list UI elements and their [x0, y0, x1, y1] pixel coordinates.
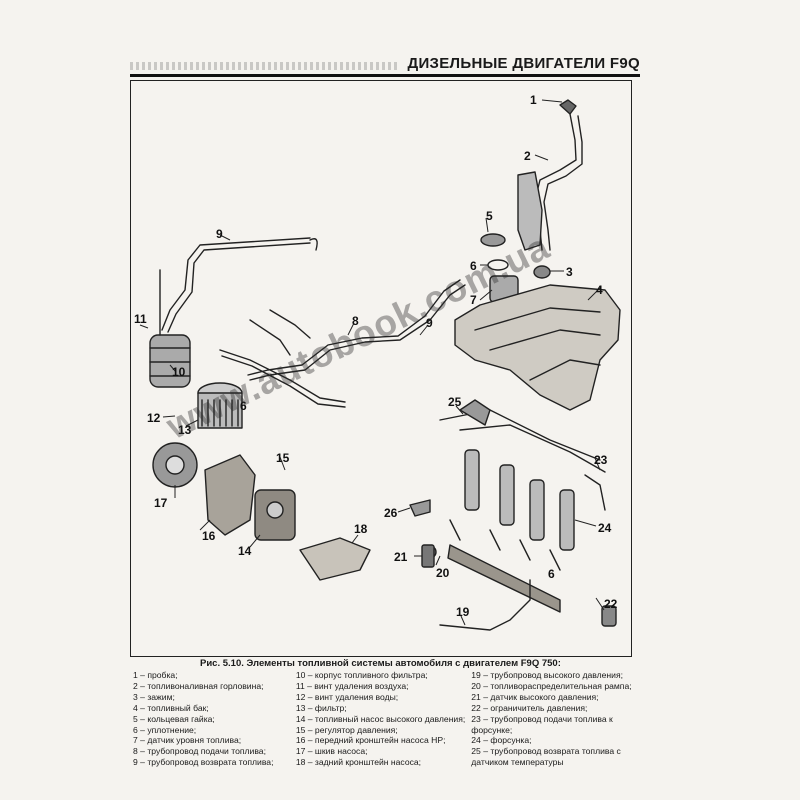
legend-item: 4 – топливный бак; [133, 702, 209, 713]
callout-19: 19 [456, 605, 470, 619]
figure-frame [130, 80, 632, 657]
legend-item: 17 – шкив насоса; [295, 746, 368, 757]
page-header: ДИЗЕЛЬНЫЕ ДВИГАТЕЛИ F9Q [130, 50, 640, 77]
callout-23: 23 [594, 453, 608, 467]
legend-item: 20 – топливораспределительная рампа; [471, 680, 632, 691]
legend-item: 2 – топливоналивная горловина; [133, 680, 264, 691]
header-title: ДИЗЕЛЬНЫЕ ДВИГАТЕЛИ F9Q [407, 55, 640, 72]
legend-column-1: 1 – пробка; 2 – топливоналивная горловин… [133, 670, 290, 768]
callout-13: 13 [178, 423, 192, 437]
callout-10: 10 [172, 365, 186, 379]
legend-item: 6 – уплотнение; [133, 724, 197, 735]
legend-item: 9 – трубопровод возврата топлива; [133, 757, 274, 768]
figure-caption: Рис. 5.10. Элементы топливной системы ав… [200, 658, 561, 669]
legend-item: 14 – топливный насос высокого давления; [295, 713, 466, 724]
callout-24: 24 [598, 521, 612, 535]
callout-21: 21 [394, 550, 408, 564]
legend-item: 24 – форсунка; [471, 735, 532, 746]
legend-item: 23 – трубопровод подачи топлива к [471, 713, 613, 724]
callout-16: 16 [202, 529, 216, 543]
legend-item: 10 – корпус топливного фильтра; [295, 670, 428, 680]
callout-9-left: 9 [216, 227, 223, 241]
callout-4: 4 [596, 283, 603, 297]
legend: 1 – пробка; 2 – топливоналивная горловин… [133, 670, 633, 768]
legend-column-2: 10 – корпус топливного фильтра; 11 – вин… [296, 670, 465, 768]
legend-item: 13 – фильтр; [295, 702, 347, 713]
callout-6: 6 [470, 259, 477, 273]
legend-item: 18 – задний кронштейн насоса; [295, 757, 422, 768]
callout-17: 17 [154, 496, 168, 510]
callout-22: 22 [604, 597, 618, 611]
callout-2: 2 [524, 149, 531, 163]
legend-item: 5 – кольцевая гайка; [133, 713, 215, 724]
callout-6-rail: 6 [548, 567, 555, 581]
legend-item: 3 – зажим; [133, 691, 175, 702]
callout-26: 26 [384, 506, 398, 520]
legend-item: 22 – ограничитель давления; [471, 702, 588, 713]
callout-9-right: 9 [426, 316, 433, 330]
callout-6-filter: 6 [240, 399, 247, 413]
legend-item: форсунке; [471, 724, 513, 735]
legend-item: 15 – регулятор давления; [295, 724, 398, 735]
callout-3: 3 [566, 265, 573, 279]
legend-item: 7 – датчик уровня топлива; [133, 735, 242, 746]
fuel-system-diagram: 1 2 3 4 5 6 7 8 9 9 10 11 12 13 14 15 16… [134, 93, 621, 631]
legend-item: 8 – трубопровод подачи топлива; [133, 746, 266, 757]
legend-item: 19 – трубопровод высокого давления; [471, 670, 623, 680]
callout-12: 12 [147, 411, 161, 425]
callout-7: 7 [470, 293, 477, 307]
callout-14: 14 [238, 544, 252, 558]
legend-item: датчиком температуры [471, 757, 564, 768]
legend-item: 1 – пробка; [133, 670, 178, 680]
legend-item: 12 – винт удаления воды; [295, 691, 399, 702]
callout-15: 15 [276, 451, 290, 465]
header-decoration [130, 62, 400, 70]
legend-item: 11 – винт удаления воздуха; [295, 680, 409, 691]
legend-item: 16 – передний кронштейн насоса HP; [295, 735, 446, 746]
callout-8: 8 [352, 314, 359, 328]
legend-item: 25 – трубопровод возврата топлива с [471, 746, 621, 757]
legend-column-3: 19 – трубопровод высокого давления; 20 –… [471, 670, 633, 768]
callout-5: 5 [486, 209, 493, 223]
legend-item: 21 – датчик высокого давления; [471, 691, 599, 702]
callout-25: 25 [448, 395, 462, 409]
callout-1: 1 [530, 93, 537, 107]
callout-18: 18 [354, 522, 368, 536]
callout-20: 20 [436, 566, 450, 580]
callout-11: 11 [134, 312, 147, 326]
